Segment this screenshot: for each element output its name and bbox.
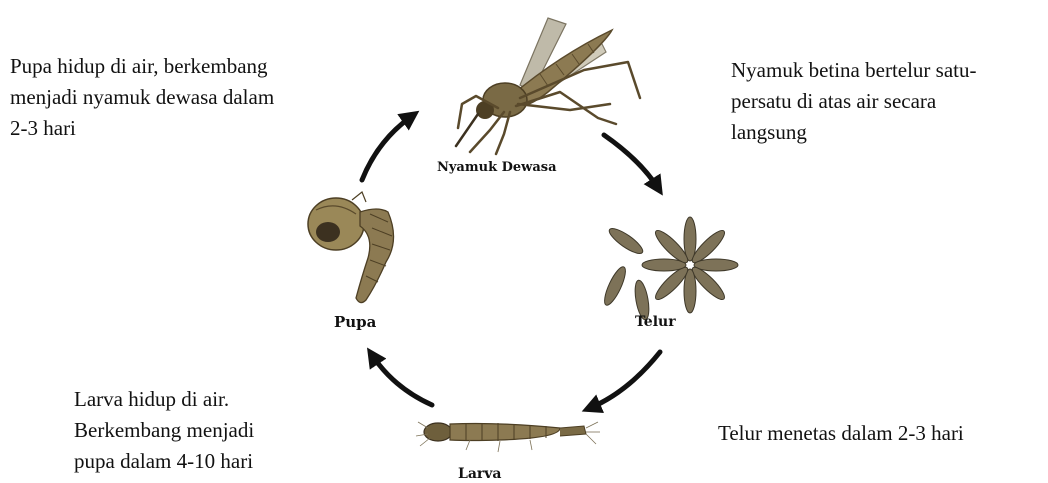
pupa-description-line: Pupa hidup di air, berkembang	[10, 51, 274, 82]
adult-mosquito-image	[456, 18, 640, 154]
adult-description-line: persatu di atas air secara	[731, 86, 977, 117]
arrow-adult-to-egg	[604, 135, 658, 188]
stage-label-adult: Nyamuk Dewasa	[437, 160, 557, 175]
stage-label-larva: Larva	[458, 466, 502, 482]
stage-label-pupa: Pupa	[334, 313, 376, 331]
arrow-larva-to-pupa	[372, 355, 432, 405]
egg-description-line: Telur menetas dalam 2-3 hari	[718, 418, 964, 449]
larva-description-line: pupa dalam 4-10 hari	[74, 446, 254, 477]
adult-description: Nyamuk betina bertelur satu- persatu di …	[731, 55, 977, 148]
pupa-description-line: 2-3 hari	[10, 113, 274, 144]
arrow-pupa-to-adult	[362, 116, 412, 180]
larva-description: Larva hidup di air. Berkembang menjadi p…	[74, 384, 254, 477]
pupa-image	[308, 192, 394, 303]
pupa-description-line: menjadi nyamuk dewasa dalam	[10, 82, 274, 113]
larva-description-line: Larva hidup di air.	[74, 384, 254, 415]
stage-label-egg: Telur	[635, 314, 676, 330]
larva-image	[416, 422, 600, 452]
egg-description: Telur menetas dalam 2-3 hari	[718, 418, 964, 449]
eggs-image	[601, 217, 738, 321]
pupa-description: Pupa hidup di air, berkembang menjadi ny…	[10, 51, 274, 144]
arrow-egg-to-larva	[590, 352, 660, 408]
larva-description-line: Berkembang menjadi	[74, 415, 254, 446]
adult-description-line: langsung	[731, 117, 977, 148]
adult-description-line: Nyamuk betina bertelur satu-	[731, 55, 977, 86]
